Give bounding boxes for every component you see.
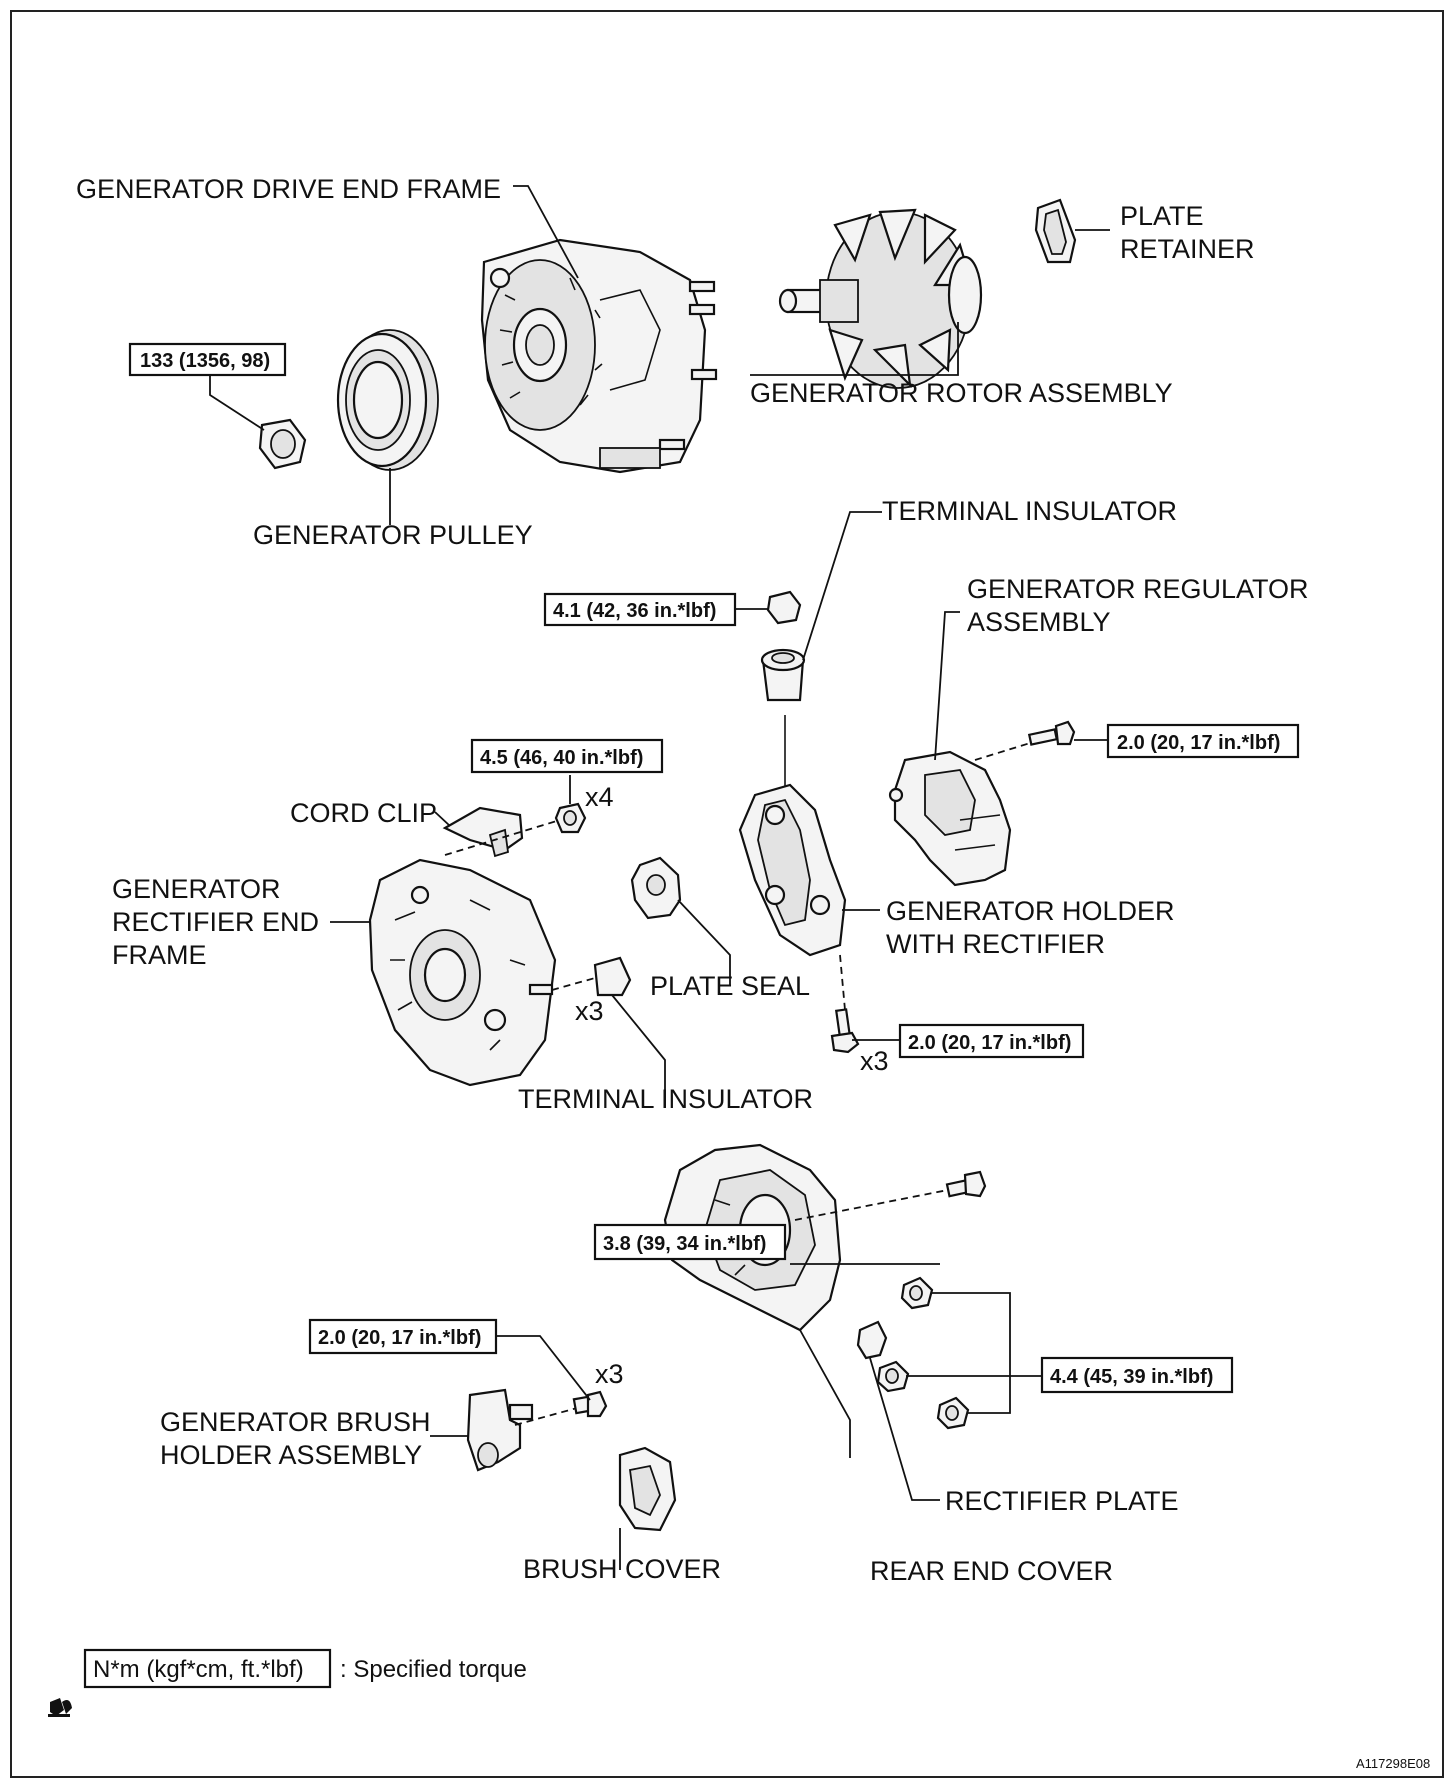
label-brush-cover: BRUSH COVER	[523, 1554, 721, 1584]
torque-regulator-bolt-value: 2.0 (20, 17 in.*lbf)	[1117, 732, 1280, 754]
label-rectifier-plate: RECTIFIER PLATE	[945, 1486, 1179, 1516]
plate-retainer-illustration	[1034, 198, 1077, 264]
torque-box-terminal-nut: 4.1 (42, 36 in.*lbf)	[543, 592, 737, 627]
terminal-insulator-bottom-illustration	[593, 956, 632, 997]
torque-rear-cover-bolt-value: 3.8 (39, 34 in.*lbf)	[603, 1233, 766, 1255]
torque-box-regulator-bolt: 2.0 (20, 17 in.*lbf)	[1106, 723, 1300, 759]
torque-box-holder-bolt: 2.0 (20, 17 in.*lbf)	[898, 1023, 1085, 1059]
rotor-assembly-illustration	[778, 208, 983, 389]
brush-holder-bolt-illustration	[572, 1390, 608, 1418]
qty-holder-bolt: x3	[860, 1046, 889, 1076]
reference-icon	[48, 1698, 72, 1717]
legend-box-text: N*m (kgf*cm, ft.*lbf)	[93, 1656, 304, 1683]
rear-cover-nut-1-illustration	[900, 1276, 934, 1310]
figure-id: A117298E08	[1356, 1756, 1430, 1771]
torque-pulley-nut-value: 133 (1356, 98)	[140, 350, 270, 372]
rear-cover-bolt-illustration	[945, 1170, 987, 1198]
label-terminal-insulator-top: TERMINAL INSULATOR	[882, 496, 1177, 526]
label-holder-rectifier-line1: GENERATOR HOLDER	[886, 896, 1175, 926]
label-regulator-line2: ASSEMBLY	[967, 607, 1111, 637]
pulley-nut-illustration	[258, 418, 307, 470]
terminal-insulator-top-illustration	[760, 648, 806, 702]
rear-cover-nut-2-illustration	[876, 1360, 910, 1393]
torque-cord-clip-nut-value: 4.5 (46, 40 in.*lbf)	[480, 747, 643, 769]
label-rectifier-end-frame-line3: FRAME	[112, 940, 207, 970]
holder-bolt-illustration	[830, 1008, 860, 1054]
label-rotor-assembly: GENERATOR ROTOR ASSEMBLY	[750, 378, 1173, 408]
plate-seal-illustration	[630, 856, 682, 920]
torque-box-pulley-nut: 133 (1356, 98)	[128, 342, 287, 377]
label-rectifier-end-frame-line1: GENERATOR	[112, 874, 281, 904]
label-plate-seal: PLATE SEAL	[650, 971, 810, 1001]
label-rear-end-cover: REAR END COVER	[870, 1556, 1113, 1586]
terminal-nut-illustration	[766, 590, 802, 625]
label-rectifier-end-frame-line2: RECTIFIER END	[112, 907, 319, 937]
qty-cord-clip-nut: x4	[585, 782, 614, 812]
regulator-bolt-illustration	[1027, 720, 1076, 746]
rectifier-end-frame-illustration	[368, 858, 557, 1087]
torque-legend: N*m (kgf*cm, ft.*lbf) : Specified torque	[83, 1648, 527, 1689]
cord-clip-illustration	[442, 806, 524, 858]
torque-holder-bolt-value: 2.0 (20, 17 in.*lbf)	[908, 1032, 1071, 1054]
label-plate-retainer-line1: PLATE	[1120, 201, 1204, 231]
torque-box-rear-cover-bolt: 3.8 (39, 34 in.*lbf)	[593, 1223, 787, 1261]
holder-rectifier-illustration	[738, 783, 847, 957]
torque-box-brush-holder-bolt: 2.0 (20, 17 in.*lbf)	[308, 1318, 498, 1355]
torque-brush-holder-bolt-value: 2.0 (20, 17 in.*lbf)	[318, 1327, 481, 1349]
label-cord-clip: CORD CLIP	[290, 798, 437, 828]
brush-holder-illustration	[466, 1388, 534, 1472]
label-brush-holder-line1: GENERATOR BRUSH	[160, 1407, 431, 1437]
qty-terminal-insulator: x3	[575, 996, 604, 1026]
cord-clip-nut-illustration	[554, 802, 587, 834]
label-plate-retainer-line2: RETAINER	[1120, 234, 1255, 264]
regulator-illustration	[888, 750, 1012, 887]
label-drive-end-frame: GENERATOR DRIVE END FRAME	[76, 174, 501, 204]
drive-end-frame-illustration	[480, 238, 718, 474]
torque-box-rear-cover-nut: 4.4 (45, 39 in.*lbf)	[1040, 1356, 1234, 1394]
label-regulator-line1: GENERATOR REGULATOR	[967, 574, 1309, 604]
legend-description: : Specified torque	[340, 1656, 527, 1683]
torque-terminal-nut-value: 4.1 (42, 36 in.*lbf)	[553, 600, 716, 622]
rectifier-plate-illustration	[856, 1320, 888, 1360]
diagram-frame	[10, 10, 1444, 1778]
torque-box-cord-clip-nut: 4.5 (46, 40 in.*lbf)	[470, 738, 664, 774]
brush-cover-illustration	[618, 1446, 677, 1532]
label-brush-holder-line2: HOLDER ASSEMBLY	[160, 1440, 422, 1470]
label-terminal-insulator-bottom: TERMINAL INSULATOR	[518, 1084, 813, 1114]
rear-cover-nut-3-illustration	[936, 1396, 970, 1430]
label-holder-rectifier-line2: WITH RECTIFIER	[886, 929, 1105, 959]
pulley-illustration	[336, 329, 439, 471]
torque-rear-cover-nut-value: 4.4 (45, 39 in.*lbf)	[1050, 1366, 1213, 1388]
qty-brush-holder-bolt: x3	[595, 1359, 624, 1389]
label-pulley: GENERATOR PULLEY	[253, 520, 533, 550]
